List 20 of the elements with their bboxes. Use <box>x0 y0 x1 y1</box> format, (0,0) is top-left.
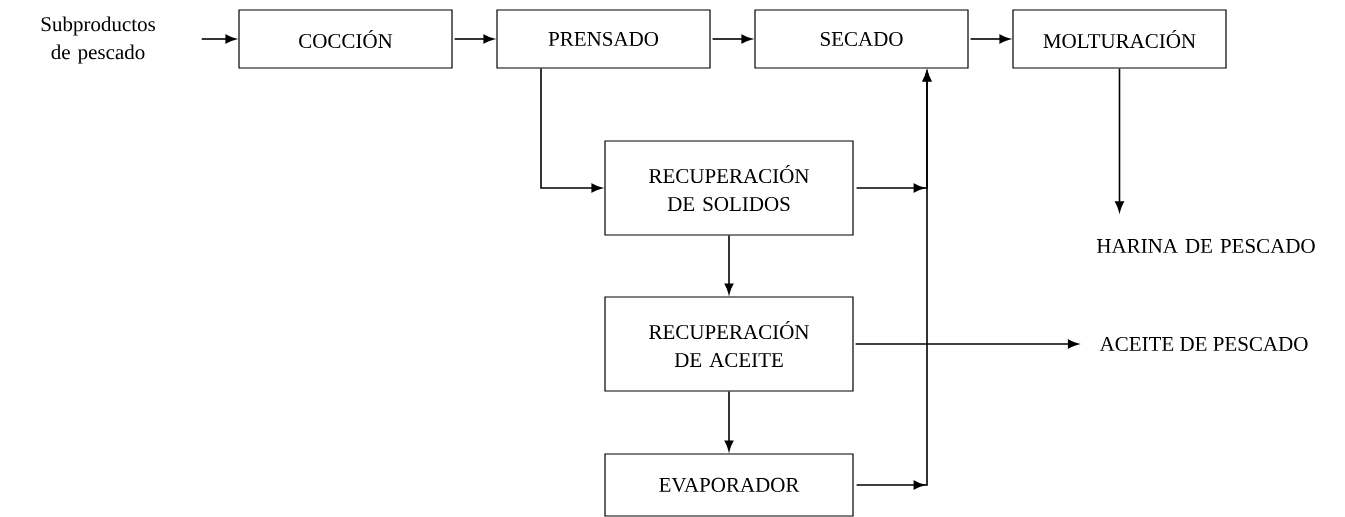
process-box: EVAPORADOR <box>604 453 854 517</box>
arrow <box>540 67 602 193</box>
arrow <box>200 34 236 44</box>
flow-label: Subproductos de pescado <box>41 16 155 64</box>
flow-label: HARINA DE PESCADO <box>1096 238 1315 254</box>
arrow <box>711 34 752 44</box>
arrow <box>453 34 494 44</box>
arrow <box>855 71 932 490</box>
flow-label: ACEITE DE PESCADO <box>1099 336 1308 352</box>
arrow <box>969 34 1010 44</box>
arrow <box>724 390 734 451</box>
process-box: PRENSADO <box>496 9 711 69</box>
arrow <box>1115 67 1124 212</box>
process-box: COCCIÓN <box>238 9 453 69</box>
process-box: MOLTURACIÓN <box>1012 9 1227 69</box>
process-box: RECUPERACIÓN DE ACEITE <box>604 296 854 392</box>
arrow <box>724 234 734 294</box>
arrow <box>854 339 1079 349</box>
process-box: SECADO <box>754 9 969 69</box>
process-box: RECUPERACIÓN DE SOLIDOS <box>604 140 854 236</box>
